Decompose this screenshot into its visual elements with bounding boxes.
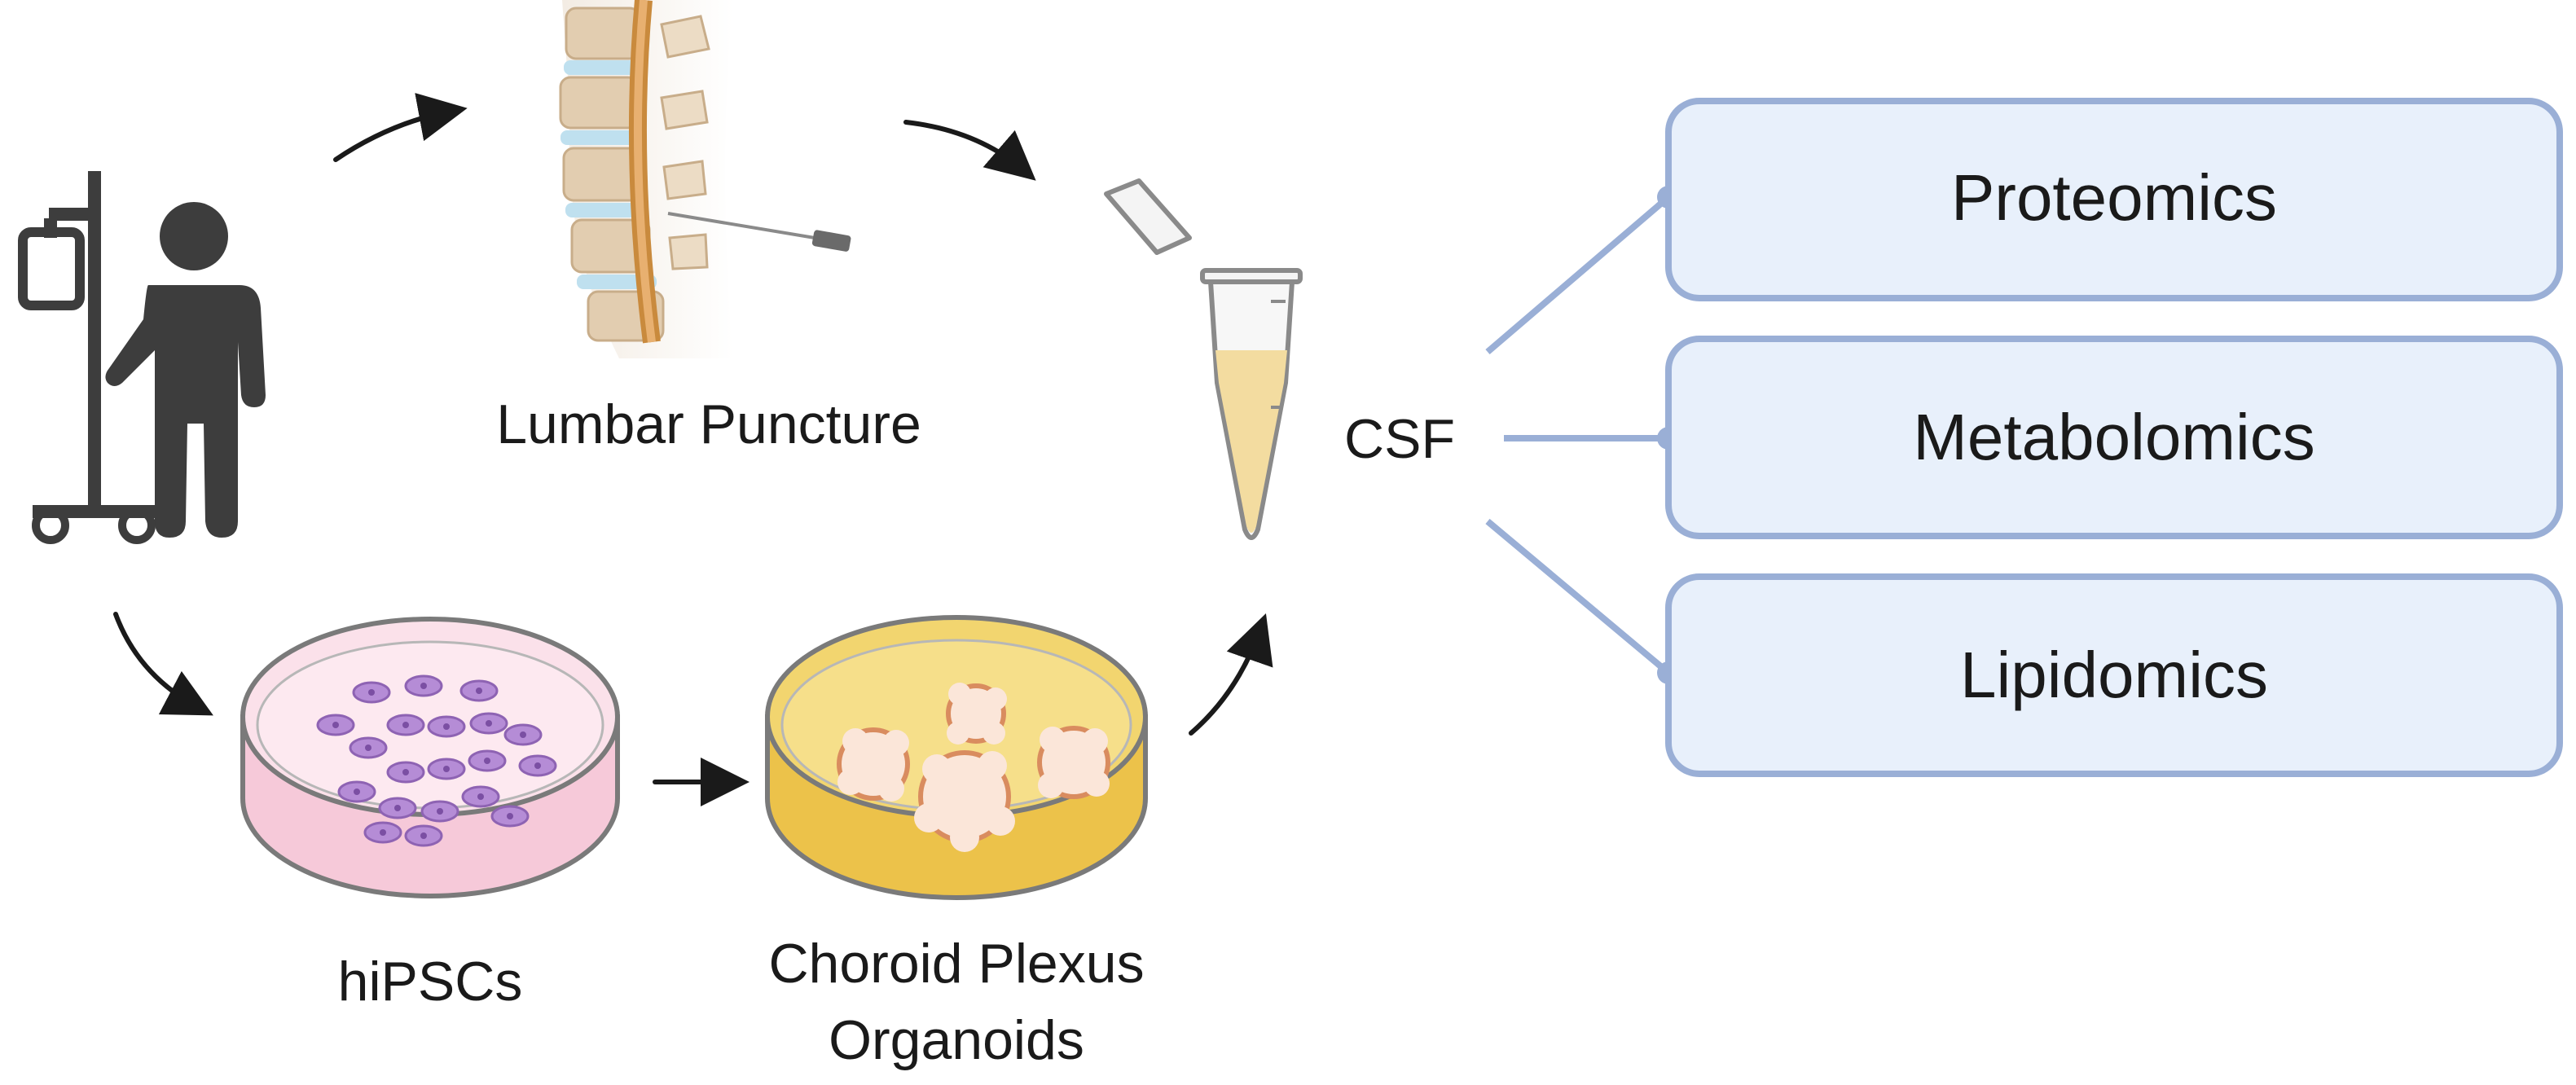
patient-with-iv-icon (18, 171, 266, 544)
omics-label: Proteomics (1951, 161, 2277, 234)
workflow-arrows (113, 93, 1273, 806)
omics-connectors (1485, 186, 1680, 684)
organoids-label-line1: Choroid Plexus (768, 933, 1144, 995)
hipscs-label: hiPSCs (338, 951, 523, 1013)
csf-label: CSF (1344, 408, 1455, 470)
arrow-organoids-to-csf (1189, 613, 1273, 736)
spine-lumbar-puncture-icon (559, 0, 851, 358)
lumbar-puncture-label: Lumbar Puncture (496, 393, 921, 455)
organoids-label-line2: Organoids (829, 1009, 1084, 1071)
arrow-patient-to-hipscs (113, 612, 213, 716)
omics-box-lipidomics: Lipidomics (1665, 573, 2563, 777)
csf-tube-icon (1104, 178, 1303, 540)
arrow-patient-to-puncture (333, 93, 468, 162)
omics-label: Metabolomics (1913, 401, 2315, 473)
omics-label: Lipidomics (1960, 639, 2268, 711)
omics-box-proteomics: Proteomics (1665, 98, 2563, 301)
connector-proteomics (1485, 194, 1671, 355)
organoid-petri-dish-icon (765, 615, 1148, 900)
connector-lipidomics (1485, 518, 1671, 676)
arrow-puncture-to-csf (903, 120, 1036, 181)
omics-box-metabolomics: Metabolomics (1665, 336, 2563, 539)
hipsc-petri-dish-icon (240, 617, 620, 898)
